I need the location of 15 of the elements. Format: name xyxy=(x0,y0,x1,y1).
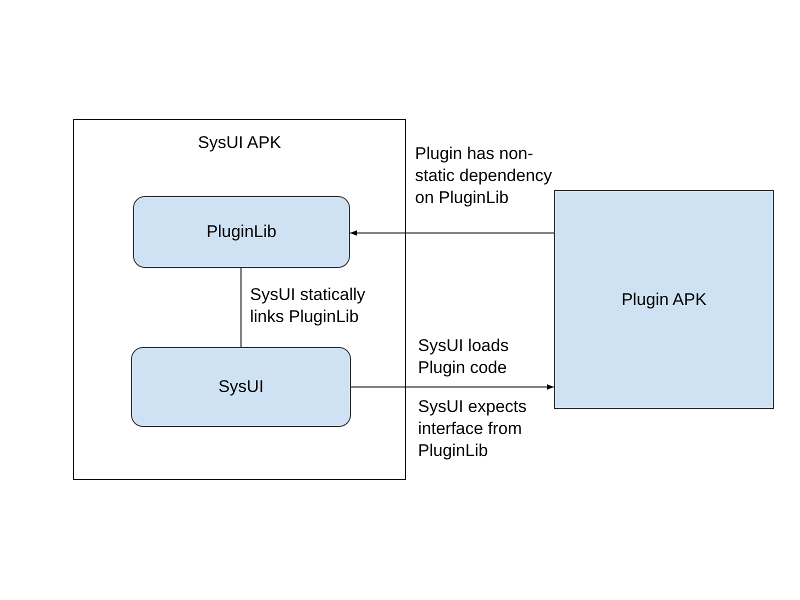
edge-label: Plugin has non-static dependency on PluginLib xyxy=(415,143,554,209)
process-box xyxy=(133,196,350,268)
box-label: SysUI xyxy=(218,376,264,398)
process-box xyxy=(131,347,351,427)
edge-label: SysUI statically links PluginLib xyxy=(250,284,366,328)
container-box xyxy=(73,119,406,480)
arrow xyxy=(350,230,554,236)
process-box xyxy=(554,190,774,409)
box-label: PluginLib xyxy=(206,221,276,244)
connector-line xyxy=(240,268,242,348)
box-label: Plugin APK xyxy=(621,288,707,311)
edge-label: SysUI loads Plugin code xyxy=(418,335,510,379)
note-text: SysUI expects interface from PluginLib xyxy=(418,396,528,462)
arrow xyxy=(350,384,554,390)
box-heading: SysUI APK xyxy=(196,132,282,154)
